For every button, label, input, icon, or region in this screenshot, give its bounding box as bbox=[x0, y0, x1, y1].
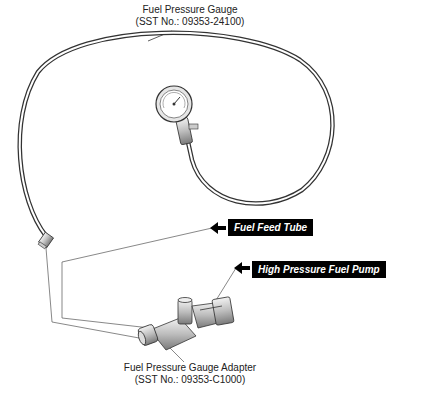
leader-lines bbox=[46, 228, 236, 362]
part-label: Fuel Pressure Gauge bbox=[140, 4, 239, 15]
callout-box: High Pressure Fuel Pump bbox=[252, 261, 386, 278]
pressure-gauge bbox=[156, 86, 198, 145]
callout-text: Fuel Feed Tube bbox=[234, 222, 307, 233]
part-label: Fuel Pressure Gauge Adapter bbox=[122, 362, 258, 373]
callout-box: Fuel Feed Tube bbox=[228, 219, 313, 236]
part-label: (SST No.: 09353-24100) bbox=[134, 16, 247, 27]
hose-fitting bbox=[37, 232, 53, 249]
gauge-hose bbox=[20, 33, 333, 236]
part-label: (SST No.: 09353-C1000) bbox=[133, 374, 247, 385]
gauge-adapter bbox=[137, 297, 234, 350]
callout-text: High Pressure Fuel Pump bbox=[258, 264, 380, 275]
